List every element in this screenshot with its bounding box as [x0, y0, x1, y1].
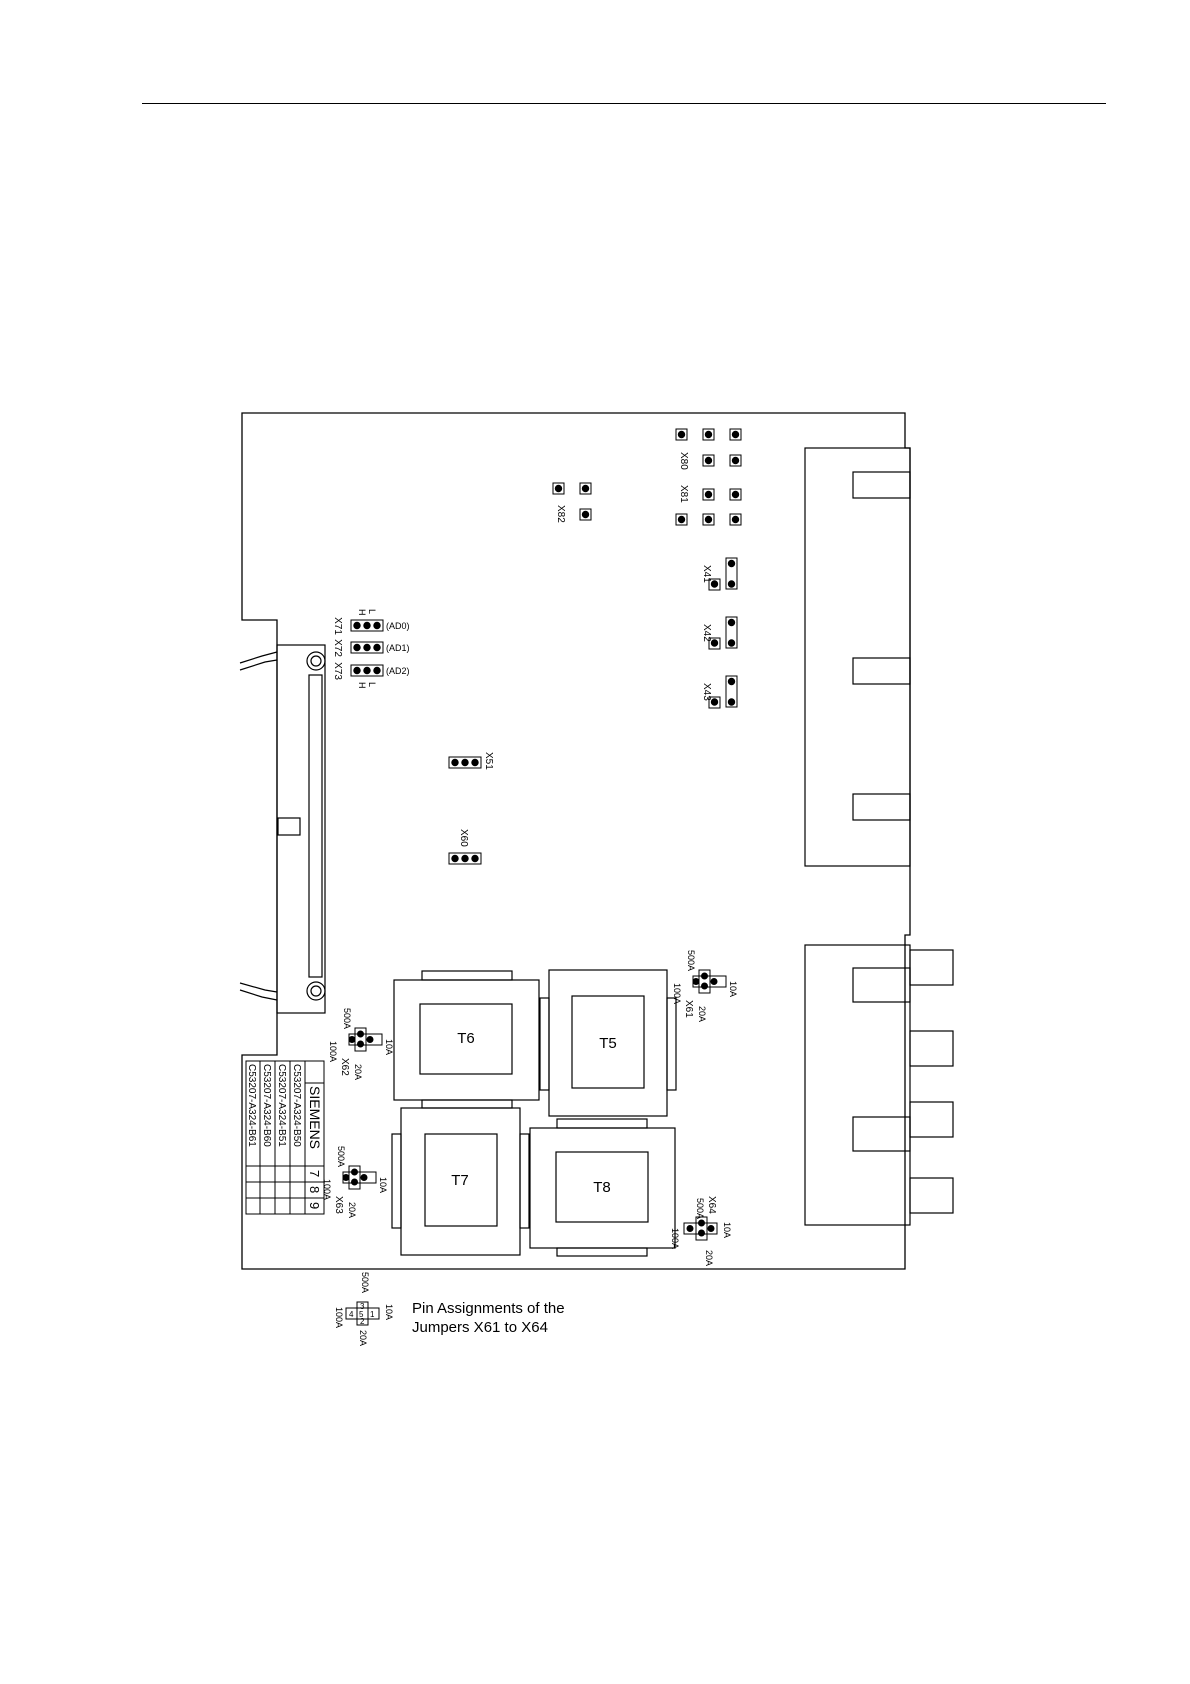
- jumper-x80: X80: [675, 428, 742, 470]
- svg-text:X81: X81: [678, 485, 689, 503]
- svg-text:X82: X82: [555, 505, 566, 523]
- svg-text:X60: X60: [458, 829, 469, 847]
- label-table: SIEMENS 7 8 9 C53207-A324-B50 C53207-A32…: [245, 1060, 325, 1215]
- jumper-x51: X51: [448, 752, 494, 770]
- svg-text:7: 7: [307, 1170, 322, 1177]
- jumper-x61: 500A 100A 10A 20A X61: [672, 950, 738, 1022]
- svg-text:20A: 20A: [347, 1202, 357, 1218]
- svg-text:4: 4: [349, 1310, 354, 1319]
- svg-text:5: 5: [359, 1310, 364, 1319]
- svg-text:20A: 20A: [353, 1064, 363, 1080]
- ad0-label: (AD0): [386, 621, 410, 631]
- right-connector-lower: [804, 944, 954, 1226]
- svg-text:X63: X63: [333, 1196, 344, 1214]
- svg-text:20A: 20A: [697, 1006, 707, 1022]
- svg-text:C53207-A324-B51: C53207-A324-B51: [276, 1064, 287, 1147]
- svg-text:C53207-A324-B61: C53207-A324-B61: [246, 1064, 257, 1147]
- jumper-x72: (AD1) X72: [332, 639, 410, 657]
- jumper-x43: X43: [701, 675, 738, 709]
- jumper-x82: X82: [552, 482, 592, 523]
- transformer-t8: T8: [529, 1118, 676, 1257]
- t8-label: T8: [593, 1179, 611, 1196]
- svg-text:100A: 100A: [672, 983, 682, 1004]
- svg-text:X64: X64: [706, 1196, 717, 1214]
- svg-text:10A: 10A: [384, 1304, 394, 1320]
- pin-assignment-caption: Pin Assignments of the Jumpers X61 to X6…: [412, 1299, 565, 1337]
- svg-text:X61: X61: [683, 1000, 694, 1018]
- brand-label: SIEMENS: [307, 1086, 323, 1149]
- svg-text:100A: 100A: [670, 1228, 680, 1249]
- transformer-t5: T5: [539, 969, 677, 1117]
- svg-text:10A: 10A: [728, 981, 738, 997]
- jumper-x60: X60: [448, 829, 482, 865]
- svg-text:8: 8: [307, 1186, 322, 1193]
- svg-text:C53207-A324-B50: C53207-A324-B50: [291, 1064, 302, 1147]
- svg-text:X41: X41: [701, 565, 712, 583]
- svg-text:H: H: [357, 682, 367, 689]
- svg-text:X62: X62: [339, 1058, 350, 1076]
- ct-jumpers: 500A 100A 10A 20A X61 500A 100A 10A 20A …: [322, 950, 738, 1266]
- svg-text:100A: 100A: [322, 1179, 332, 1200]
- svg-text:X73: X73: [332, 662, 343, 680]
- svg-text:X51: X51: [483, 752, 494, 770]
- t5-label: T5: [599, 1035, 617, 1052]
- svg-text:L: L: [367, 682, 377, 687]
- jumper-x63: 500A 100A 10A 20A X63: [322, 1146, 388, 1218]
- transformer-t7: T7: [391, 1107, 530, 1256]
- jumpers-x80-x82: X80 X81 X82: [552, 428, 742, 526]
- svg-text:500A: 500A: [686, 950, 696, 971]
- svg-text:X71: X71: [332, 617, 343, 635]
- jumpers-x41-x43: X41 X42 X43: [701, 557, 738, 709]
- transformer-t6: T6: [393, 970, 540, 1109]
- svg-text:X42: X42: [701, 624, 712, 642]
- board-outline: [241, 412, 911, 1270]
- jumper-x73: (AD2) X73: [332, 662, 410, 680]
- right-connector-upper: [804, 447, 911, 867]
- svg-text:10A: 10A: [384, 1039, 394, 1055]
- jumper-x64: 500A 100A 10A 20A X64: [670, 1196, 732, 1266]
- caption-line-1: Pin Assignments of the: [412, 1300, 565, 1317]
- svg-text:L: L: [367, 609, 377, 614]
- svg-text:20A: 20A: [704, 1250, 714, 1266]
- svg-text:500A: 500A: [695, 1198, 705, 1219]
- ad1-label: (AD1): [386, 643, 410, 653]
- svg-text:X80: X80: [678, 452, 689, 470]
- t7-label: T7: [451, 1172, 469, 1189]
- jumper-x71: (AD0) X71: [332, 617, 410, 635]
- ad2-label: (AD2): [386, 666, 410, 676]
- svg-text:500A: 500A: [336, 1146, 346, 1167]
- svg-text:500A: 500A: [360, 1272, 370, 1293]
- svg-text:3: 3: [360, 1302, 365, 1311]
- pin-assignment-legend: 4 5 1 3 2 500A 100A 10A 20A: [334, 1272, 394, 1346]
- jumper-x42: X42: [701, 616, 738, 650]
- svg-text:X72: X72: [332, 639, 343, 657]
- jumper-x81: X81: [675, 485, 742, 526]
- caption-line-2: Jumpers X61 to X64: [412, 1319, 548, 1336]
- svg-text:H: H: [357, 609, 367, 616]
- svg-text:500A: 500A: [342, 1008, 352, 1029]
- svg-text:20A: 20A: [358, 1330, 368, 1346]
- svg-text:9: 9: [307, 1202, 322, 1209]
- svg-text:10A: 10A: [378, 1177, 388, 1193]
- svg-text:10A: 10A: [722, 1222, 732, 1238]
- svg-text:100A: 100A: [328, 1041, 338, 1062]
- svg-text:1: 1: [370, 1310, 375, 1319]
- jumper-x41: X41: [701, 557, 738, 591]
- jumper-x62: 500A 100A 10A 20A X62: [328, 1008, 394, 1080]
- header-rule: [142, 103, 1106, 104]
- svg-text:C53207-A324-B60: C53207-A324-B60: [261, 1064, 272, 1147]
- left-connector: [239, 644, 326, 1014]
- svg-text:2: 2: [360, 1317, 365, 1326]
- svg-text:100A: 100A: [334, 1307, 344, 1328]
- address-jumpers: (AD0) X71 (AD1) X72 (AD2) X73 H L H L: [332, 609, 410, 689]
- t6-label: T6: [457, 1030, 475, 1047]
- svg-text:X43: X43: [701, 683, 712, 701]
